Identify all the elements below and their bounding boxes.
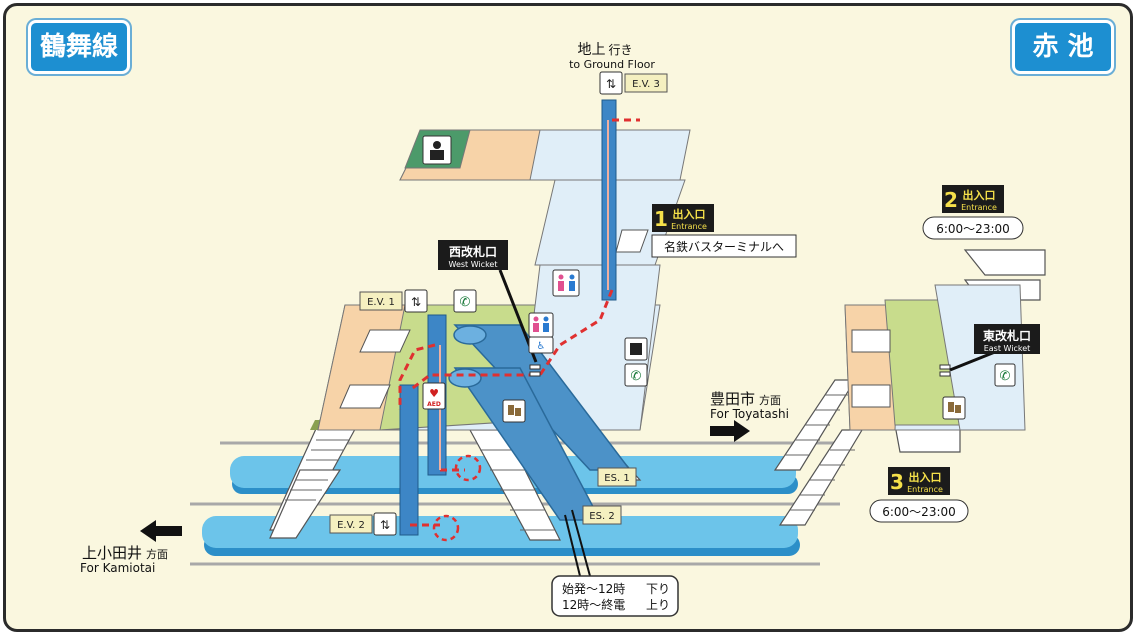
entrance-3-hours: 6:00～23:00 xyxy=(882,505,956,519)
west-wicket-ja: 西改札口 xyxy=(449,244,497,259)
elevator-icon: ⇅ xyxy=(373,512,397,536)
elevator-icon: ⇅ xyxy=(404,289,428,313)
entrance-2-number: 2 xyxy=(944,188,958,212)
accessible-restroom-icon: ♿ xyxy=(528,336,554,354)
svg-text:⇅: ⇅ xyxy=(380,518,390,532)
phone-icon: ✆ xyxy=(994,363,1016,387)
aed-label: AED xyxy=(427,401,441,408)
schedule-line-1-time: 始発～12時 xyxy=(562,582,625,596)
entrance-3-ja: 出入口 xyxy=(909,470,942,484)
entrance-2-badge xyxy=(942,185,1004,213)
schedule-line-2-dir: 上り xyxy=(646,598,670,612)
east-wicket-en: East Wicket xyxy=(984,344,1031,353)
kamiotai-direction-title: 上小田井方面 xyxy=(82,544,168,562)
entrance-1-number: 1 xyxy=(654,207,668,231)
fare-adjustment-icon xyxy=(942,396,966,420)
es1-label: ES. 1 xyxy=(604,473,629,484)
schedule-pointer-2 xyxy=(571,509,591,577)
svg-text:✆: ✆ xyxy=(631,369,642,384)
svg-text:✆: ✆ xyxy=(460,295,471,310)
left-arrow-icon xyxy=(140,520,182,542)
entrance-3-badge xyxy=(888,467,950,495)
toyota-direction-title: 豊田市方面 xyxy=(710,390,781,408)
west-wicket-badge xyxy=(438,240,508,270)
east-concourse xyxy=(844,284,1026,431)
ev-landing-lower xyxy=(432,514,460,542)
west-wicket-en: West Wicket xyxy=(449,260,498,269)
kamiotai-direction-en: For Kamiotai xyxy=(80,561,155,575)
restroom-icon xyxy=(528,312,554,338)
aed-icon: ♥ AED xyxy=(422,382,446,410)
bus-terminal-label: 名鉄バスターミナルへ xyxy=(664,239,784,254)
phone-icon: ✆ xyxy=(453,289,477,313)
es2-label: ES. 2 xyxy=(589,511,614,522)
es2-tag xyxy=(582,505,622,525)
east-wicket-gates xyxy=(939,364,951,377)
entrance-3-hours-pill xyxy=(869,499,969,523)
entrance-2-ja: 出入口 xyxy=(963,188,996,202)
west-wicket-gates xyxy=(529,364,541,377)
entrance-1-ja: 出入口 xyxy=(673,207,706,221)
ground-floor-en: to Ground Floor xyxy=(569,58,655,71)
schedule-pointer-1 xyxy=(564,514,581,577)
es1-tag xyxy=(597,467,637,487)
entrance-1-badge xyxy=(652,204,714,232)
schedule-line-2-time: 12時～終電 xyxy=(562,597,625,612)
bus-terminal-sign xyxy=(651,234,797,258)
restroom-icon xyxy=(552,269,580,297)
toyota-direction-en: For Toyatashi xyxy=(710,407,789,421)
east-wicket-badge xyxy=(974,324,1040,354)
accessible-route xyxy=(398,118,640,527)
stairs-east-steps xyxy=(785,394,855,511)
station-name-badge: 赤 池 xyxy=(1012,20,1114,74)
fare-adjustment-icon xyxy=(502,399,526,423)
entrance-1-en: Entrance xyxy=(671,222,707,231)
ticket-machine-icon xyxy=(624,337,648,361)
svg-text:♿: ♿ xyxy=(537,341,546,352)
ev3-tag xyxy=(624,73,668,93)
svg-text:♥: ♥ xyxy=(429,387,439,400)
right-arrow-icon xyxy=(710,420,750,442)
entrance-2-hours-pill xyxy=(922,216,1024,240)
entrance-2-en: Entrance xyxy=(961,203,997,212)
schedule-callout xyxy=(551,575,679,617)
station-staff-icon xyxy=(422,135,452,165)
line-name-badge: 鶴舞線 xyxy=(28,20,130,74)
entrance-3-en: Entrance xyxy=(907,485,943,494)
east-wicket-ja: 東改札口 xyxy=(983,328,1031,343)
ev-landing-upper xyxy=(454,454,482,482)
elevator-icon: ⇅ xyxy=(599,71,623,95)
ev2-label: E.V. 2 xyxy=(337,520,365,531)
phone-icon: ✆ xyxy=(624,363,648,387)
escalator-bands xyxy=(448,324,632,521)
ev1-label: E.V. 1 xyxy=(367,297,395,308)
ev2-tag xyxy=(329,514,373,534)
ground-floor-title: 地上行き xyxy=(577,42,632,58)
entrance-2-hours: 6:00～23:00 xyxy=(936,222,1010,236)
stairs-west-steps xyxy=(285,429,555,531)
schedule-line-1-dir: 下り xyxy=(646,582,670,596)
ev3-label: E.V. 3 xyxy=(632,79,660,90)
stairs-east xyxy=(773,249,1046,526)
svg-text:⇅: ⇅ xyxy=(411,295,421,309)
svg-text:✆: ✆ xyxy=(1000,369,1011,384)
ev1-tag xyxy=(359,291,403,311)
svg-text:⇅: ⇅ xyxy=(606,77,616,91)
entrance-3-number: 3 xyxy=(890,470,904,494)
